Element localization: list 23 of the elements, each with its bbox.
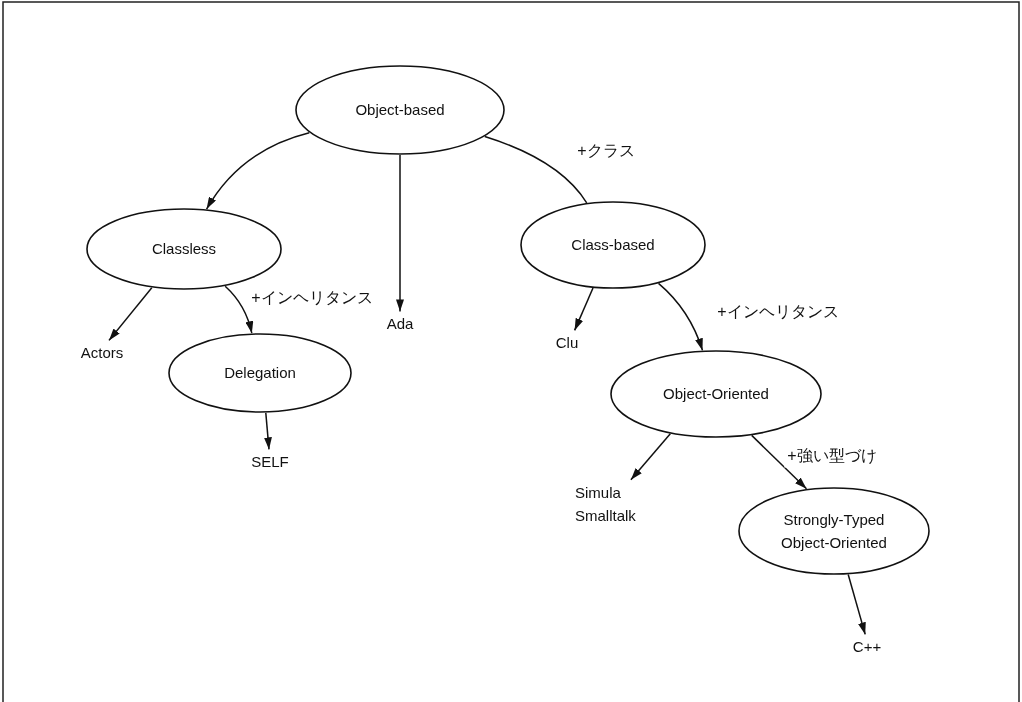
language-label: Ada (386, 312, 414, 336)
ellipse-node: Classless (86, 208, 282, 290)
arrow (263, 412, 272, 451)
ellipse-node: Object-Oriented (610, 350, 822, 438)
arrow (108, 286, 153, 342)
arrow (396, 154, 404, 313)
arrow (224, 285, 253, 334)
connector-line (484, 135, 588, 204)
language-label: Actors (80, 341, 124, 365)
ellipse-node: Class-based (520, 201, 706, 289)
arrow (750, 434, 808, 490)
ellipse-node: Object-based (295, 65, 505, 155)
language-label: Simula Smalltalk (575, 480, 665, 528)
language-label: C++ (852, 635, 882, 659)
language-label: SELF (251, 450, 289, 474)
arrow (573, 287, 594, 332)
arrow (630, 432, 672, 481)
language-label: Clu (555, 331, 579, 355)
arrow (847, 573, 866, 636)
arrow (205, 131, 311, 210)
ellipse-node: Delegation (168, 333, 352, 413)
arrow (657, 282, 704, 352)
ellipse-node: Strongly-Typed Object-Oriented (738, 487, 930, 575)
